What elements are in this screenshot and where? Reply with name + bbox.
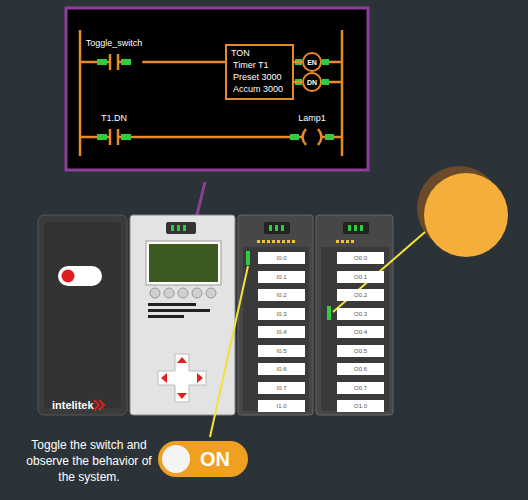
bit-name: EN [307, 59, 317, 66]
io-terminal: O0.1 [337, 271, 384, 283]
io-address: O0.4 [354, 329, 367, 335]
io-terminal: O0.7 [337, 382, 384, 394]
io-terminal: O0.5 [337, 345, 384, 357]
io-terminal: I0.0 [258, 252, 305, 264]
toggle-switch: ON [158, 441, 248, 477]
contact-symbol [97, 128, 131, 146]
io-address: I0.4 [276, 329, 286, 335]
tag-name: T1.DN [101, 112, 127, 124]
io-terminal: O1.0 [337, 400, 384, 412]
power-module [38, 215, 127, 415]
io-address: I0.0 [276, 255, 286, 261]
io-address: O0.5 [354, 348, 367, 354]
switch-state: ON [200, 448, 230, 471]
lamp [424, 173, 508, 257]
io-terminal: I0.4 [258, 326, 305, 338]
timer-block: TONTimer T1Preset 3000Accum 3000 [225, 44, 294, 100]
brand-logo: intelitek [52, 398, 94, 412]
io-address: O0.6 [354, 366, 367, 372]
timer-field: Timer T1 [233, 59, 284, 71]
output-module [316, 215, 393, 415]
switch-leader [210, 266, 248, 437]
io-terminal: O0.2 [337, 289, 384, 301]
io-terminal: I0.6 [258, 363, 305, 375]
ladder-wire [294, 61, 302, 64]
io-address: I0.5 [276, 348, 286, 354]
io-address: O0.2 [354, 292, 367, 298]
io-address: O0.7 [354, 385, 367, 391]
io-terminal: I0.3 [258, 308, 305, 320]
tag-name: Toggle_switch [86, 37, 143, 49]
io-terminal: O0.3 [337, 308, 384, 320]
io-terminal: I1.0 [258, 400, 305, 412]
timer-field: Accum 3000 [233, 83, 284, 95]
io-address: I1.0 [276, 403, 286, 409]
io-terminal: O0.6 [337, 363, 384, 375]
contact-symbol: Toggle_switch [86, 37, 143, 71]
ladder-wire [131, 136, 290, 139]
io-terminal: O0.4 [337, 326, 384, 338]
output-coil: EN [302, 52, 322, 72]
lamp-coil [290, 128, 334, 146]
switch-knob [162, 445, 190, 473]
io-address: O1.0 [354, 403, 367, 409]
instruction-note: Toggle the switch and observe the behavi… [22, 437, 156, 485]
ladder-wiring [80, 30, 342, 156]
io-address: I0.1 [276, 274, 286, 280]
timer-field: Preset 3000 [233, 71, 284, 83]
output-led [327, 306, 331, 320]
io-terminal: I0.1 [258, 271, 305, 283]
io-address: I0.6 [276, 366, 286, 372]
status-dots [257, 240, 354, 243]
tag-name: Lamp1 [298, 112, 326, 124]
io-address: I0.7 [276, 385, 286, 391]
output-coil: DN [302, 72, 322, 92]
contact-symbol: T1.DN [97, 112, 131, 146]
io-terminal: O0.0 [337, 252, 384, 264]
timer-field: TON [231, 47, 284, 59]
cpu-module [130, 215, 235, 415]
io-address: O0.1 [354, 274, 367, 280]
input-led [246, 251, 250, 265]
io-address: I0.3 [276, 311, 286, 317]
contact-symbol [97, 53, 131, 71]
io-terminal: I0.7 [258, 382, 305, 394]
input-module [238, 215, 313, 415]
lamp-leader [333, 232, 425, 312]
ladder-panel [66, 8, 368, 170]
ladder-wire [142, 61, 225, 64]
bit-name: DN [307, 79, 317, 86]
io-address: O0.3 [354, 311, 367, 317]
io-terminal: I0.5 [258, 345, 305, 357]
ladder-wire [294, 81, 302, 84]
io-terminal: I0.2 [258, 289, 305, 301]
io-address: O0.0 [354, 255, 367, 261]
panel-leader [197, 182, 205, 215]
io-address: I0.2 [276, 292, 286, 298]
lamp-coil: Lamp1 [290, 112, 334, 146]
